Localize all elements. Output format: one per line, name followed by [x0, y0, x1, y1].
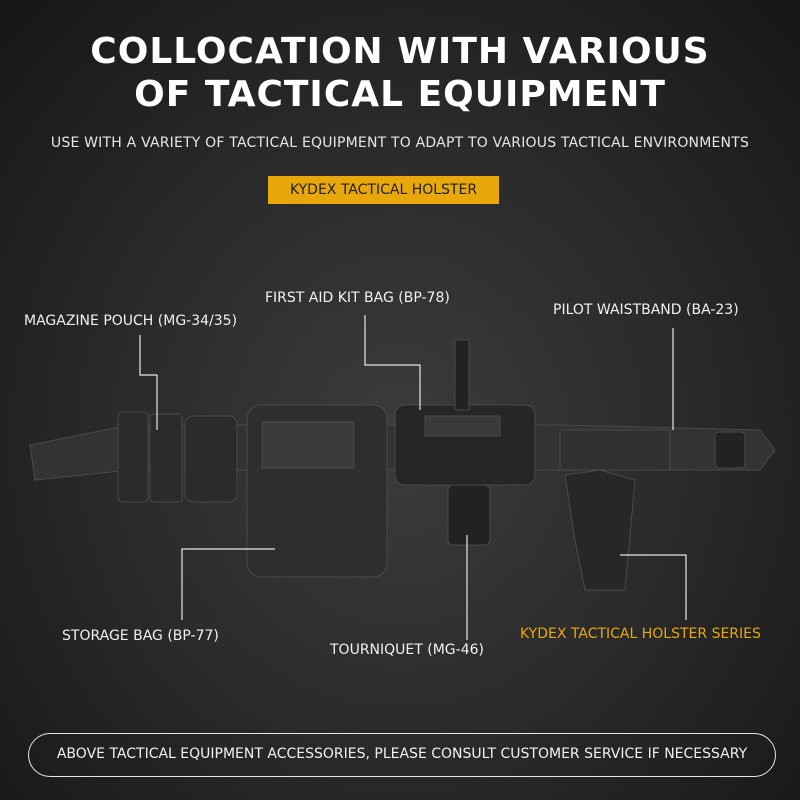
magazine-pouch-3: [184, 415, 238, 503]
label-magazine-pouch: MAGAZINE POUCH (MG-34/35): [24, 313, 238, 329]
magazine-pouch-2: [149, 413, 183, 503]
title-line-1: COLLOCATION WITH VARIOUS: [90, 31, 710, 72]
kydex-holster: [564, 469, 636, 591]
label-tourniquet: TOURNIQUET (MG-46): [330, 642, 484, 658]
subtitle: USE WITH A VARIETY OF TACTICAL EQUIPMENT…: [50, 135, 750, 151]
title-line-2: OF TACTICAL EQUIPMENT: [134, 74, 666, 115]
tourniquet-pouch: [447, 484, 491, 546]
first-aid-strap: [454, 339, 470, 411]
footer-note: ABOVE TACTICAL EQUIPMENT ACCESSORIES, PL…: [28, 733, 776, 777]
label-pilot-waistband: PILOT WAISTBAND (BA-23): [553, 302, 739, 318]
label-first-aid-kit-bag: FIRST AID KIT BAG (BP-78): [265, 290, 450, 306]
waistband-pad: [559, 429, 671, 471]
label-storage-bag: STORAGE BAG (BP-77): [62, 628, 219, 644]
holster-badge: KYDEX TACTICAL HOLSTER: [268, 176, 499, 204]
magazine-pouch-1: [117, 411, 149, 503]
label-kydex-holster-series: KYDEX TACTICAL HOLSTER SERIES: [520, 626, 761, 642]
storage-bag-velcro: [261, 421, 355, 469]
buckle: [714, 431, 746, 469]
